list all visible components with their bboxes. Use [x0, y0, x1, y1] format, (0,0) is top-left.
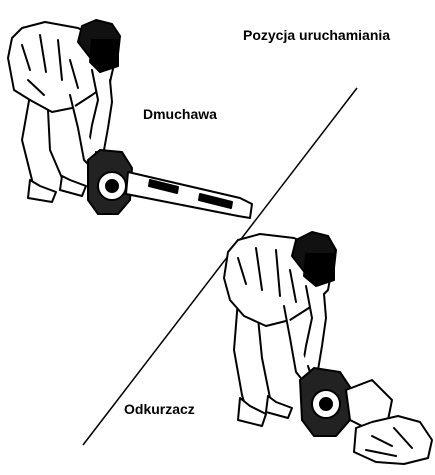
- lower-worker-right-boot: [266, 396, 292, 418]
- upper-worker-right-boot: [60, 176, 86, 196]
- blower-label: Dmuchawa: [143, 106, 217, 122]
- lower-worker-left-boot: [238, 398, 266, 426]
- upper-worker-left-boot: [28, 180, 56, 202]
- starting-position-title: Pozycja uruchamiania: [243, 27, 390, 43]
- worker-with-vacuum-illustration: [224, 232, 432, 464]
- vacuum-label: Odkurzacz: [124, 401, 195, 417]
- upper-worker-visor: [90, 40, 118, 72]
- vacuum-fan-hub: [320, 398, 332, 410]
- blower-fan-hub: [106, 180, 118, 192]
- blower-tube: [126, 172, 252, 218]
